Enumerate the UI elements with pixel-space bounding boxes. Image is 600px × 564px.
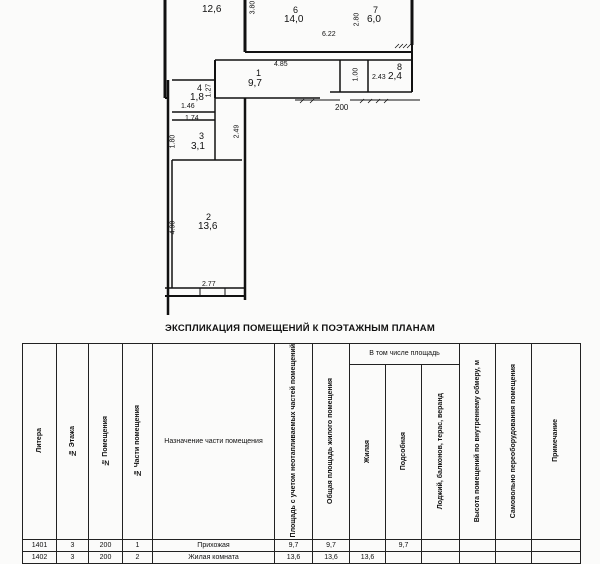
cell-total: 9,7 xyxy=(312,539,350,553)
room-area: 12,6 xyxy=(202,4,222,15)
header-area-total: Площадь с учетом неотапливаемых частей п… xyxy=(274,342,313,541)
room-area: 1,8 xyxy=(190,92,204,103)
header-floor: № Этажа xyxy=(56,342,89,541)
header-litera: Литера xyxy=(22,342,57,541)
room-number: 1 xyxy=(256,68,262,78)
dimension-label: 1.00 xyxy=(352,67,360,82)
cell-loggia xyxy=(420,551,461,564)
cell-living xyxy=(349,539,386,553)
table-title: ЭКСПЛИКАЦИЯ ПОМЕЩЕНИЙ К ПОЭТАЖНЫМ ПЛАНАМ xyxy=(165,323,435,334)
cell-part: 2 xyxy=(122,551,153,564)
room-area: 14,0 xyxy=(284,14,304,25)
header-part-no: № Части помещения xyxy=(122,342,153,541)
cell-unauth xyxy=(495,551,533,564)
cell-height xyxy=(459,539,497,553)
dimension-label: 1.27 xyxy=(205,83,213,98)
cell-total: 13,6 xyxy=(312,551,350,564)
dimension-label: 4.90 xyxy=(169,220,177,235)
dimension-label: 2.77 xyxy=(202,281,216,288)
header-living: Жилая xyxy=(349,363,386,541)
header-incl: В том числе площадь xyxy=(348,343,461,365)
room-area: 6,0 xyxy=(367,14,381,25)
cell-area: 9,7 xyxy=(274,539,313,553)
room-area: 3,1 xyxy=(191,141,205,152)
dimension-label: 1.46 xyxy=(181,103,195,110)
cell-loggia xyxy=(420,539,461,553)
cell-aux xyxy=(385,551,422,564)
dimension-label: 3.80 xyxy=(249,0,257,15)
room-number: 7 xyxy=(373,5,379,15)
cell-floor: 3 xyxy=(56,551,89,564)
header-unauth: Самовольно переоборудования помещения xyxy=(495,342,533,541)
cell-room: 200 xyxy=(88,539,123,553)
header-aux: Подсобная xyxy=(385,363,422,541)
dimension-label: 4.85 xyxy=(274,61,288,68)
dimension-label: 2.49 xyxy=(233,124,241,139)
header-height: Высота помещений по внутреннему обмеру, … xyxy=(459,342,497,541)
cell-room: 200 xyxy=(88,551,123,564)
room-number: 2 xyxy=(206,212,212,222)
cell-height xyxy=(459,551,497,564)
cell-note xyxy=(531,539,582,553)
room-area: 9,7 xyxy=(248,78,262,89)
cell-note xyxy=(531,551,582,564)
header-loggia: Лоджий, балконов, терас, веранд xyxy=(420,363,461,541)
room-area: 13,6 xyxy=(198,221,218,232)
cell-floor: 3 xyxy=(56,539,89,553)
dimension-label: 6.22 xyxy=(322,31,336,38)
room-number: 8 xyxy=(397,62,403,72)
header-room-no: № Помещения xyxy=(88,342,123,541)
cell-area: 13,6 xyxy=(274,551,313,564)
table-row: 1401 3 200 1 Прихожая 9,7 9,7 9,7 xyxy=(22,539,582,553)
header-note: Примечание xyxy=(531,342,582,541)
floor-plan xyxy=(163,0,420,315)
cell-purpose: Прихожая xyxy=(152,539,275,553)
cell-litera: 1402 xyxy=(22,551,57,564)
dimension-label: 2.80 xyxy=(353,12,361,27)
table-row: 1402 3 200 2 Жилая комната 13,6 13,6 13,… xyxy=(22,551,582,564)
dimension-label: 1.74 xyxy=(185,115,199,122)
cell-aux: 9,7 xyxy=(385,539,422,553)
room-area: 2,4 xyxy=(388,71,402,82)
cell-living: 13,6 xyxy=(349,551,386,564)
dimension-label: 1.80 xyxy=(169,134,177,149)
dimension-label: 2.43 xyxy=(372,74,386,81)
explication-table: Литера № Этажа № Помещения № Части помещ… xyxy=(22,342,582,564)
cell-litera: 1401 xyxy=(22,539,57,553)
room-number: 4 xyxy=(197,83,203,93)
room-number: 6 xyxy=(293,5,299,15)
cell-part: 1 xyxy=(122,539,153,553)
header-area-living-total: Общая площадь жилого помещения xyxy=(312,342,350,541)
room-number: 3 xyxy=(199,131,205,141)
cell-unauth xyxy=(495,539,533,553)
header-purpose: Назначение части помещения xyxy=(152,342,275,541)
dimension-label: 200 xyxy=(335,103,349,112)
cell-purpose: Жилая комната xyxy=(152,551,275,564)
